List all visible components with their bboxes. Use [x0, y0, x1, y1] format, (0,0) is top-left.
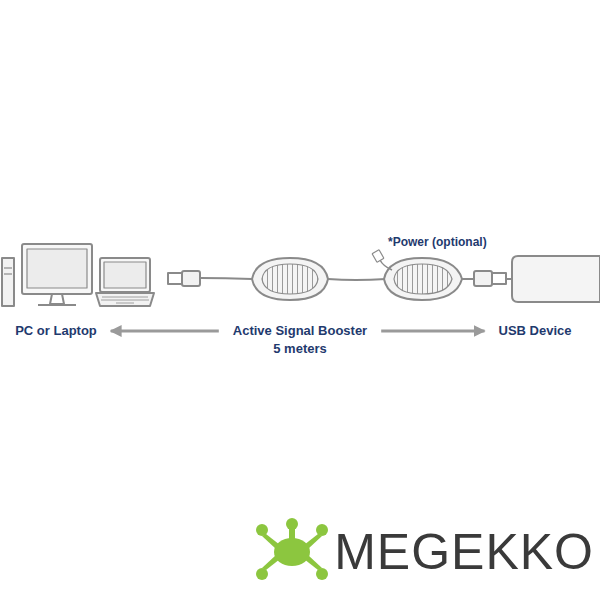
- cable: [462, 278, 474, 280]
- laptop: [100, 258, 150, 292]
- booster-housing: [252, 258, 328, 300]
- usb-plug: [168, 273, 182, 284]
- cable: [200, 278, 252, 279]
- arrow-connector: [381, 330, 484, 333]
- logo-icon: [256, 518, 328, 580]
- booster-housing: [384, 258, 462, 300]
- node-text: PC or Laptop: [15, 322, 97, 340]
- power-label: *Power (optional): [388, 235, 487, 249]
- cable: [328, 279, 386, 280]
- usb-plug: [474, 271, 492, 286]
- logo-text: MEGEKKO: [334, 523, 594, 581]
- text-node: USB Device: [495, 320, 576, 342]
- node-text: Active Signal Booster: [233, 322, 367, 340]
- node-text: 5 meters: [233, 340, 367, 358]
- pc-tower: [2, 258, 14, 306]
- monitor: [22, 244, 92, 294]
- arrow-connector: [111, 330, 219, 333]
- usb-device: [512, 256, 600, 302]
- text-node: PC or Laptop: [11, 320, 101, 342]
- node-text: USB Device: [499, 322, 572, 340]
- text-node: Active Signal Booster5 meters: [229, 320, 371, 360]
- power-cord: [380, 260, 392, 270]
